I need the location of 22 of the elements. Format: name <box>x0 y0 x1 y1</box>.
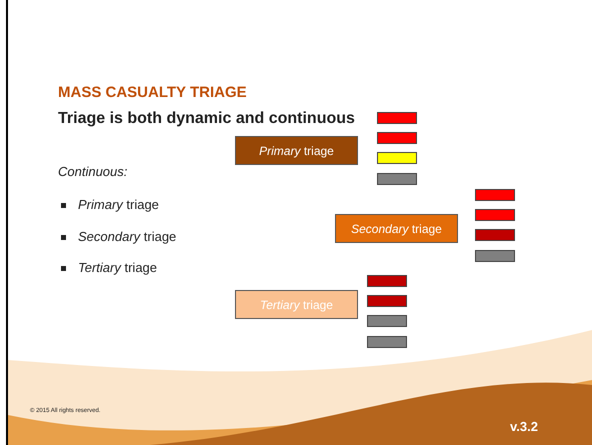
bullet-text: Primary triage <box>78 197 159 212</box>
triage-box: Primary triage <box>235 136 358 165</box>
color-bar <box>377 152 417 164</box>
color-bar <box>367 275 407 287</box>
version-text: v.3.2 <box>510 419 538 434</box>
color-bar <box>367 315 407 327</box>
color-bar <box>367 295 407 307</box>
color-bar <box>377 173 417 185</box>
list-heading: Continuous: <box>58 164 128 179</box>
bullet-text: Secondary triage <box>78 229 176 244</box>
color-bar <box>377 112 417 124</box>
slide-subtitle: Triage is both dynamic and continuous <box>58 110 355 128</box>
bullet-text: Tertiary triage <box>78 260 158 275</box>
color-bar <box>475 250 515 262</box>
triage-box: Secondary triage <box>335 214 458 243</box>
color-bar <box>475 189 515 201</box>
color-bar <box>377 132 417 144</box>
color-bar <box>367 336 407 348</box>
slide-title: MASS CASUALTY TRIAGE <box>58 84 247 101</box>
triage-box: Tertiary triage <box>235 290 358 319</box>
color-bar <box>475 229 515 241</box>
color-bar <box>475 209 515 221</box>
